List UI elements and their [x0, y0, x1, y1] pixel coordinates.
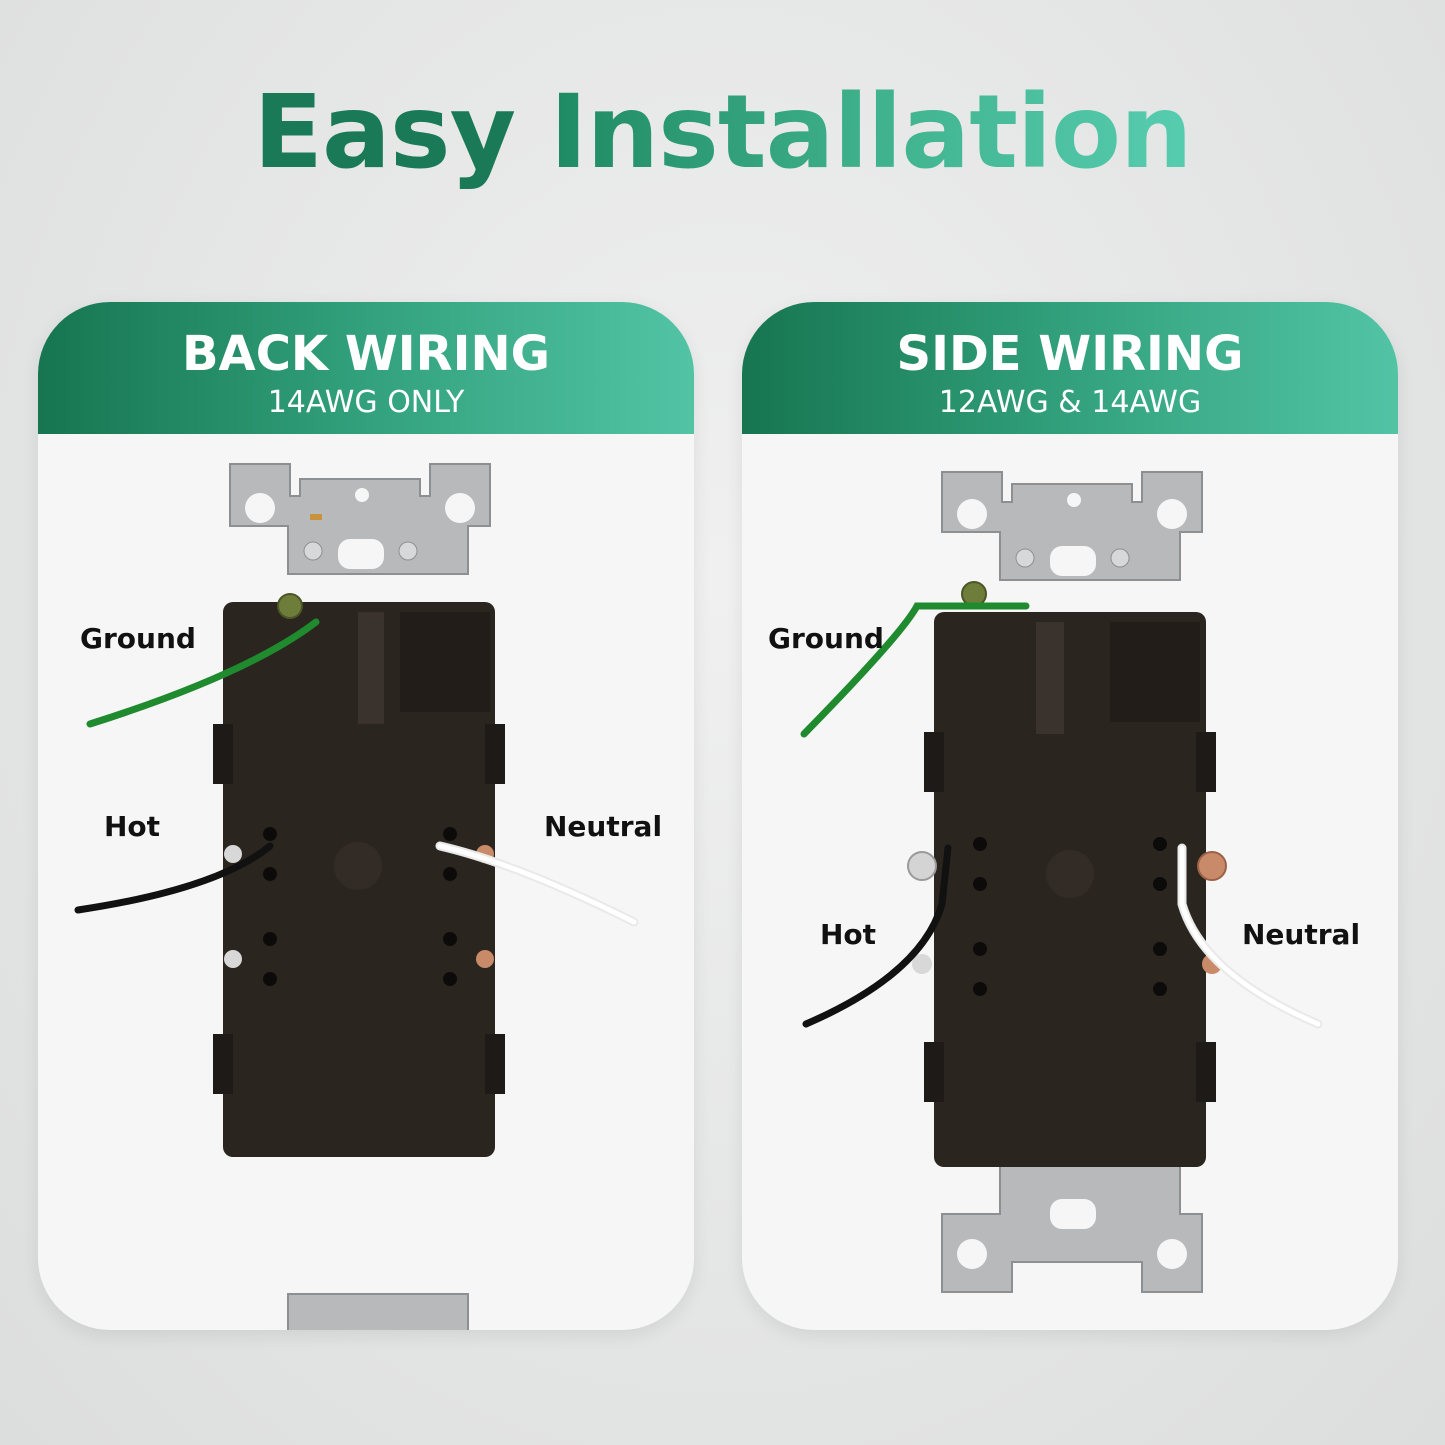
ground-label: Ground — [768, 622, 884, 655]
back-wiring-card: BACK WIRING 14AWG ONLY — [38, 302, 694, 1330]
title-word-easy: Easy — [253, 73, 516, 192]
mounting-strap-top — [941, 471, 1203, 581]
neutral-label: Neutral — [1242, 918, 1361, 951]
back-wiring-outlet-illustration — [74, 463, 639, 1330]
back-wiring-subtitle: 14AWG ONLY — [267, 385, 465, 420]
mounting-strap-bottom — [245, 1194, 475, 1330]
neutral-label: Neutral — [544, 810, 663, 843]
ground-label: Ground — [80, 622, 196, 655]
side-wiring-outlet-illustration — [800, 471, 1323, 1293]
hot-wire — [802, 844, 952, 1028]
hot-wire — [74, 842, 274, 914]
side-wiring-header: SIDE WIRING 12AWG & 14AWG — [742, 302, 1398, 434]
hot-label: Hot — [820, 918, 877, 951]
receptacle-body — [907, 581, 1227, 1167]
back-wiring-header: BACK WIRING 14AWG ONLY — [38, 302, 694, 434]
side-wiring-subtitle: 12AWG & 14AWG — [938, 385, 1202, 420]
back-wiring-title: BACK WIRING — [181, 326, 551, 382]
receptacle-body — [213, 593, 505, 1157]
ground-wire — [800, 602, 1030, 738]
title-word-installation: Installation — [549, 73, 1193, 192]
ground-wire — [86, 618, 320, 728]
page-title: Easy Installation — [0, 72, 1445, 194]
mounting-strap-bottom — [941, 1151, 1203, 1293]
hot-label: Hot — [104, 810, 161, 843]
side-wiring-card: SIDE WIRING 12AWG & 14AWG — [742, 302, 1398, 1330]
side-wiring-title: SIDE WIRING — [896, 326, 1244, 382]
mounting-strap-top — [229, 463, 491, 575]
